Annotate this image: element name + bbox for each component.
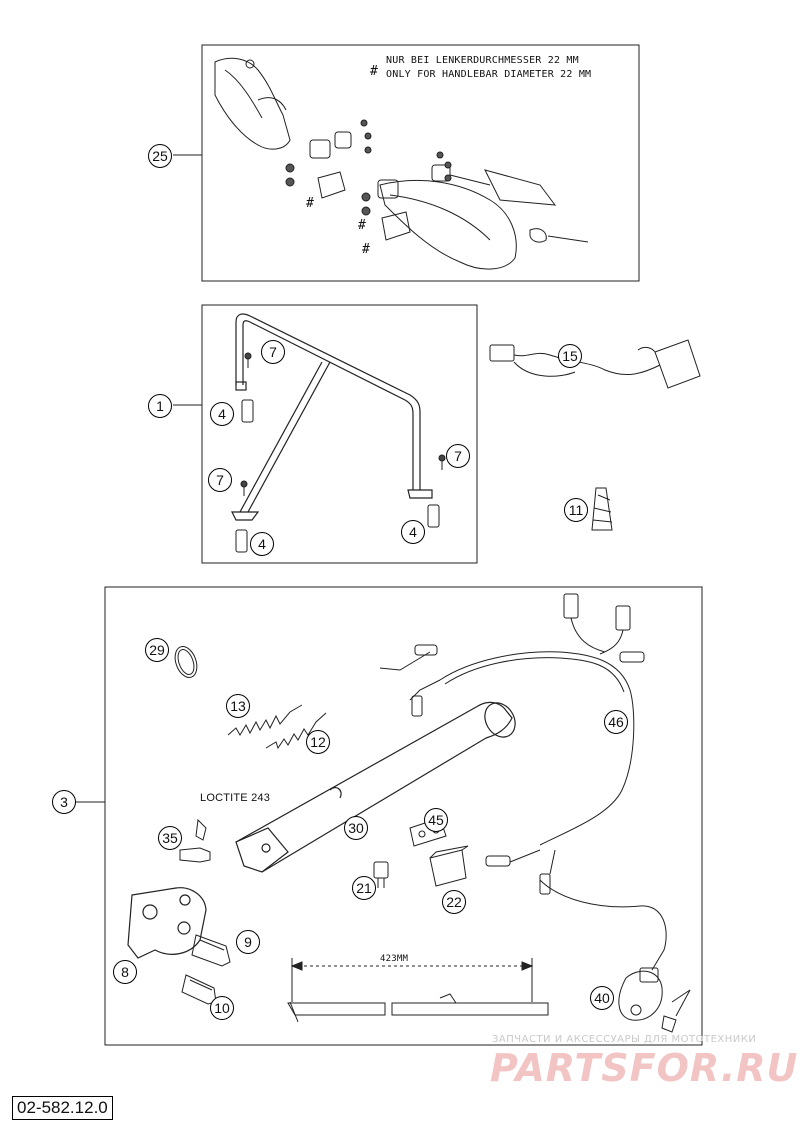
callout-4: 4 bbox=[210, 402, 234, 426]
callout-7: 7 bbox=[208, 468, 232, 492]
callout-4: 4 bbox=[401, 520, 425, 544]
callout-22: 22 bbox=[442, 890, 466, 914]
hash-mark: # bbox=[358, 218, 367, 233]
callout-21: 21 bbox=[352, 876, 376, 900]
screws-7 bbox=[240, 352, 446, 496]
hash-mark: # bbox=[362, 242, 371, 257]
crash-bar bbox=[231, 313, 433, 521]
callout-12: 12 bbox=[306, 730, 330, 754]
handguard-right bbox=[377, 164, 589, 270]
callout-45: 45 bbox=[424, 808, 448, 832]
part-code-label: 02-582.12.0 bbox=[12, 1096, 113, 1120]
spacers bbox=[235, 399, 440, 553]
group-box-side-stand bbox=[104, 586, 703, 1046]
handlebar-clamps bbox=[317, 171, 411, 241]
dimension-423mm bbox=[287, 958, 549, 1023]
bolt-9 bbox=[191, 934, 231, 967]
bracket-22 bbox=[429, 845, 469, 887]
callout-25: 25 bbox=[148, 144, 172, 168]
group-box-handguards bbox=[201, 44, 640, 282]
callout-7: 7 bbox=[261, 340, 285, 364]
watermark-tagline: ЗАПЧАСТИ И АКСЕССУАРЫ ДЛЯ МОТОТЕХНИКИ bbox=[492, 1034, 757, 1045]
group-box-crash-bar bbox=[201, 304, 478, 564]
callout-3: 3 bbox=[52, 790, 76, 814]
callout-29: 29 bbox=[145, 638, 169, 662]
callout-11: 11 bbox=[564, 498, 588, 522]
grip-sleeve-11 bbox=[591, 487, 613, 531]
loctite-note: LOCTITE 243 bbox=[200, 792, 271, 804]
callout-1: 1 bbox=[148, 394, 172, 418]
handlebar-note-de: NUR BEI LENKERDURCHMESSER 22 MM bbox=[386, 55, 579, 66]
callout-35: 35 bbox=[158, 826, 182, 850]
callout-40: 40 bbox=[590, 986, 614, 1010]
stand-bracket-8 bbox=[127, 887, 207, 959]
snap-ring-29 bbox=[174, 646, 198, 678]
callout-15: 15 bbox=[558, 344, 582, 368]
spring-12 bbox=[265, 712, 327, 750]
side-stand-30 bbox=[235, 701, 516, 873]
callout-8: 8 bbox=[113, 960, 137, 984]
hash-symbol-note: # bbox=[370, 64, 379, 79]
callout-10: 10 bbox=[210, 996, 234, 1020]
handguard-fasteners bbox=[285, 119, 452, 216]
callout-46: 46 bbox=[604, 710, 628, 734]
bolt-35 bbox=[179, 818, 211, 863]
bolt-10 bbox=[181, 974, 217, 1005]
sensor-40 bbox=[618, 967, 691, 1033]
callout-7: 7 bbox=[446, 444, 470, 468]
callout-30: 30 bbox=[344, 816, 368, 840]
handguard-left bbox=[214, 57, 352, 159]
wiring-harness-46 bbox=[379, 593, 667, 971]
length-note: 423MM bbox=[380, 954, 409, 964]
callout-4: 4 bbox=[250, 532, 274, 556]
hash-mark: # bbox=[306, 196, 315, 211]
callout-13: 13 bbox=[226, 694, 250, 718]
callout-9: 9 bbox=[236, 930, 260, 954]
spring-13 bbox=[227, 704, 303, 736]
switch-21 bbox=[373, 861, 389, 888]
wiring-harness-15 bbox=[489, 339, 701, 389]
watermark-logo: PARTSFOR.RU bbox=[490, 1046, 799, 1090]
handlebar-note-en: ONLY FOR HANDLEBAR DIAMETER 22 MM bbox=[386, 69, 592, 80]
